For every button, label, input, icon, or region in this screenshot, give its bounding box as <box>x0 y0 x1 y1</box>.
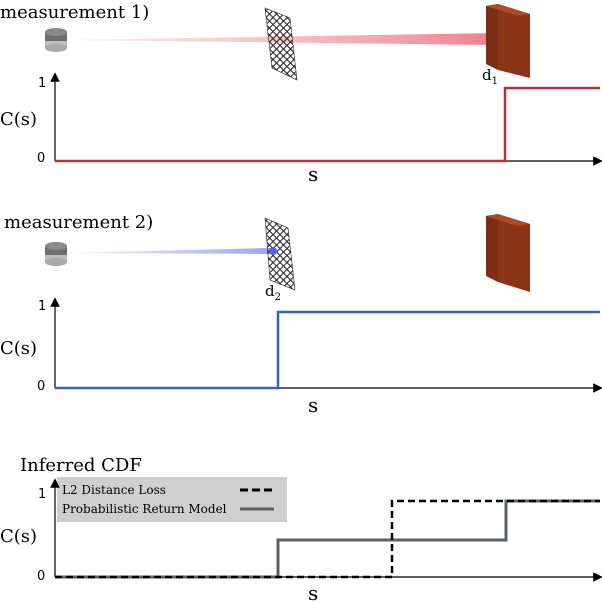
y-axis-label: C(s) <box>0 109 37 130</box>
y-tick-top: 1 <box>38 76 46 91</box>
panel-title: Inferred CDF <box>20 455 142 476</box>
legend-label-probabilistic: Probabilistic Return Model <box>62 502 227 516</box>
mesh-screen-icon <box>264 217 296 291</box>
legend-box <box>57 477 287 522</box>
panel-measurement-2: measurement 2) d2 C(s) 1 0 s <box>0 212 602 417</box>
x-axis-label: s <box>308 162 318 186</box>
x-axis-label: s <box>308 393 318 417</box>
panel-measurement-1: measurement 1) d1 C(s) 1 0 s <box>0 2 602 186</box>
y-tick-bottom: 0 <box>37 379 45 394</box>
y-tick-bottom: 0 <box>37 151 45 166</box>
distance-marker-label: d2 <box>265 282 281 303</box>
x-axis-label: s <box>308 581 318 602</box>
mesh-screen-icon <box>264 7 298 81</box>
wall-icon <box>486 214 530 292</box>
sensor-icon <box>45 242 67 266</box>
beam-hit-dot <box>269 247 277 255</box>
panel-inferred-cdf: Inferred CDF L2 Distance Loss Probabilis… <box>0 455 602 602</box>
cdf-dashed-line <box>55 499 600 579</box>
legend-label-l2: L2 Distance Loss <box>62 483 166 497</box>
sensor-icon <box>45 28 67 52</box>
y-tick-bottom: 0 <box>37 569 45 584</box>
panel-title: measurement 2) <box>4 212 153 233</box>
distance-marker-label: d1 <box>482 66 498 87</box>
laser-beam <box>68 248 270 254</box>
y-axis-label: C(s) <box>0 526 37 547</box>
y-axis-label: C(s) <box>0 338 37 359</box>
cdf-step-line <box>55 310 600 390</box>
y-tick-top: 1 <box>38 487 46 502</box>
y-tick-top: 1 <box>38 299 46 314</box>
panel-title: measurement 1) <box>0 2 149 23</box>
wall-icon <box>486 4 530 78</box>
cdf-step-line <box>55 86 600 163</box>
